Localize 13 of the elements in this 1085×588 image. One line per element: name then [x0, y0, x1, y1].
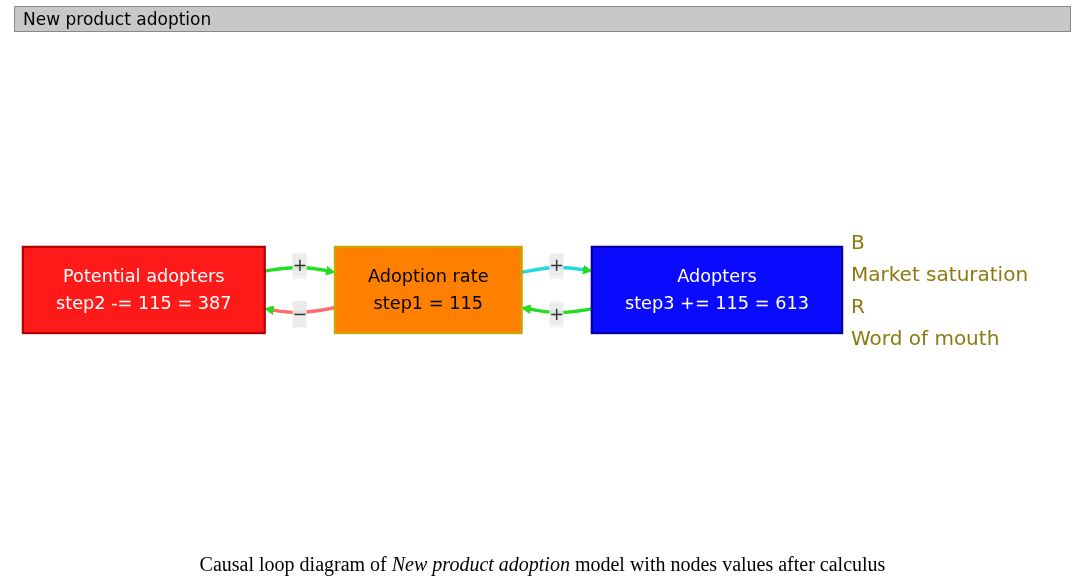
edge-label: + — [292, 254, 308, 276]
window-title: New product adoption — [14, 6, 1071, 32]
edge-label: − — [292, 302, 308, 324]
edge-label: + — [549, 302, 565, 324]
loop-label: Word of mouth — [851, 325, 1001, 350]
edge-label: + — [549, 254, 565, 276]
node-box: Adopters step3 += 115 = 613 — [590, 245, 844, 334]
loop-label: R — [851, 293, 866, 318]
node-box: Adoption rate step1 = 115 — [333, 245, 523, 334]
node-box: Potential adopters step2 -= 115 = 387 — [21, 245, 266, 334]
loop-label: B — [851, 229, 866, 254]
loop-label: Market saturation — [851, 261, 1030, 286]
caption: Causal loop diagram of New product adoption model with nodes values after calculus — [198, 552, 887, 578]
